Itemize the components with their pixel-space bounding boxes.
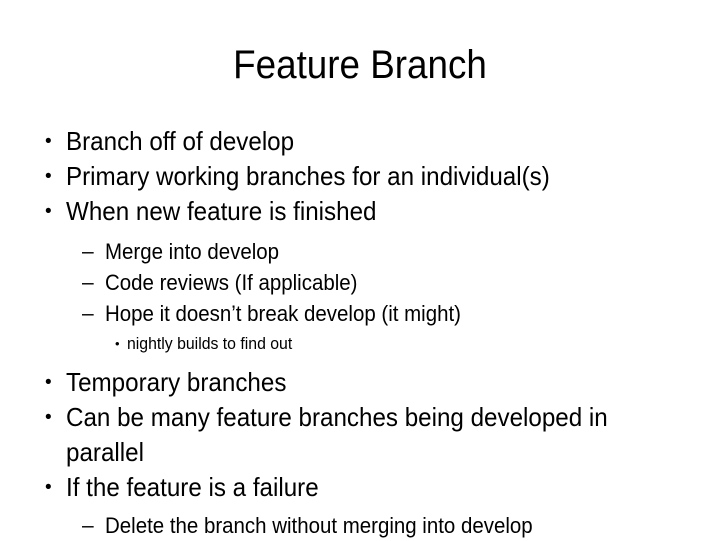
- list-item: • nightly builds to find out: [40, 331, 680, 357]
- list-item-label: Temporary branches: [66, 367, 287, 397]
- page-title: Feature Branch: [233, 43, 487, 87]
- bullet-dot-icon: •: [115, 336, 120, 351]
- list-item-label: Can be many feature branches being devel…: [66, 402, 608, 467]
- list-item: • Branch off of develop: [40, 124, 680, 159]
- list-item: • Temporary branches: [40, 365, 680, 400]
- list-item-label: Merge into develop: [105, 239, 280, 264]
- bullet-dash-icon: –: [82, 271, 94, 294]
- list-item-label: Branch off of develop: [66, 126, 295, 156]
- list-item-label: Hope it doesn’t break develop (it might): [105, 301, 461, 326]
- list-item-label: nightly builds to find out: [127, 334, 293, 353]
- list-item: • When new feature is finished: [40, 194, 680, 229]
- list-item: • Can be many feature branches being dev…: [40, 400, 680, 470]
- list-item-label: Delete the branch without merging into d…: [105, 513, 533, 538]
- bullet-dot-icon: •: [45, 166, 52, 187]
- list-item: – Delete the branch without merging into…: [40, 510, 680, 541]
- bullet-dot-icon: •: [45, 477, 52, 498]
- list-item: – Merge into develop: [40, 236, 680, 267]
- list-item: • Primary working branches for an indivi…: [40, 159, 680, 194]
- bullet-dash-icon: –: [82, 240, 94, 263]
- list-item: • If the feature is a failure: [40, 470, 680, 505]
- bullet-dash-icon: –: [82, 302, 94, 325]
- bullet-list: • Branch off of develop • Primary workin…: [40, 124, 680, 541]
- bullet-dot-icon: •: [45, 131, 52, 152]
- bullet-dot-icon: •: [45, 407, 52, 428]
- list-item-label: If the feature is a failure: [66, 472, 319, 502]
- bullet-dot-icon: •: [45, 201, 52, 222]
- list-item-label: When new feature is finished: [66, 196, 377, 226]
- list-item-label: Primary working branches for an individu…: [66, 161, 550, 191]
- list-item-label: Code reviews (If applicable): [105, 270, 358, 295]
- list-item: – Hope it doesn’t break develop (it migh…: [40, 298, 680, 329]
- bullet-dash-icon: –: [82, 514, 94, 537]
- bullet-dot-icon: •: [45, 372, 52, 393]
- list-item: – Code reviews (If applicable): [40, 267, 680, 298]
